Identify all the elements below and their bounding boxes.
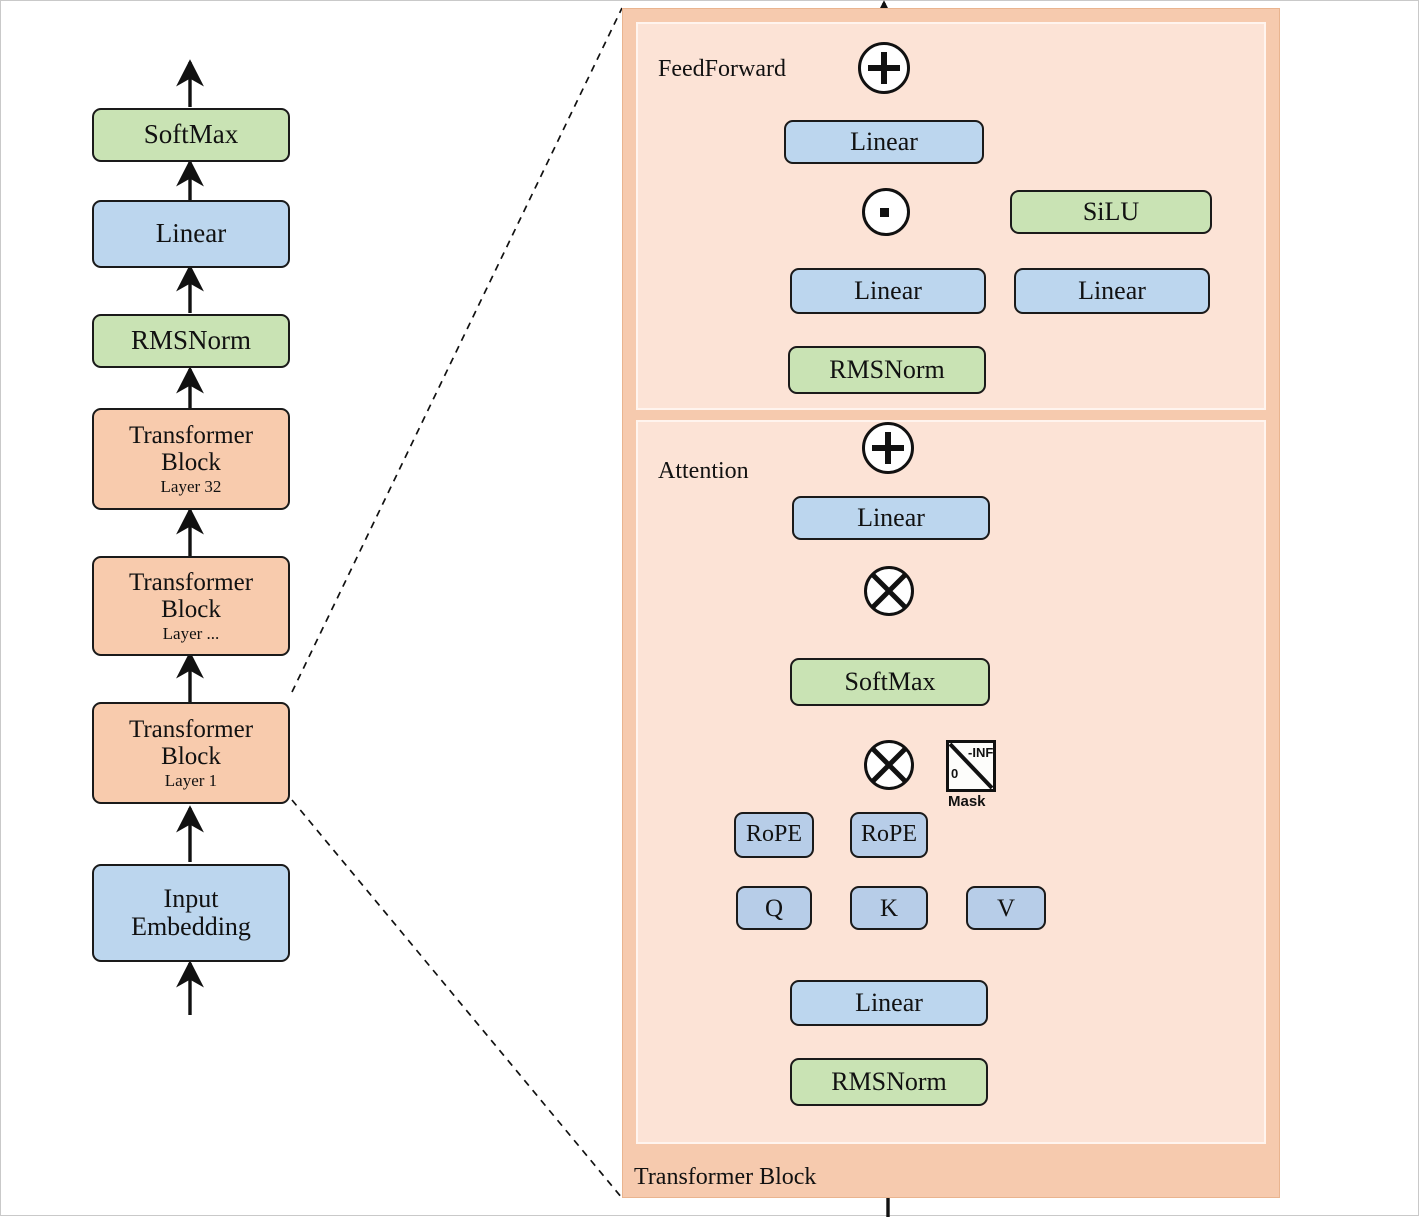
rope-query[interactable]: RoPE [734,812,814,858]
stack-block-transformer-layer-mid[interactable]: Transformer Block Layer ... [92,556,290,656]
block-label: RMSNorm [130,325,252,356]
block-label-2: Embedding [131,912,251,941]
mask-zero-label: 0 [951,766,959,781]
node-label: Linear [1078,275,1146,305]
node-label: Q [764,894,784,922]
block-label: Transformer [128,715,254,743]
node-label: RoPE [860,821,917,848]
node-label: Linear [850,126,918,156]
attn-rmsnorm[interactable]: RMSNorm [790,1058,988,1106]
block-sublabel: Layer ... [162,623,220,643]
stack-block-rmsnorm[interactable]: RMSNorm [92,314,290,368]
mask-neg-inf-label: -INF [968,745,994,760]
ff-rmsnorm[interactable]: RMSNorm [788,346,986,394]
block-label-2: Block [161,595,221,623]
attention-panel-label: Attention [658,458,749,484]
feedforward-panel-label: FeedForward [658,56,786,82]
transformer-block-panel-label: Transformer Block [634,1164,817,1190]
block-label-2: Block [161,742,221,770]
ff-down-proj-linear[interactable]: Linear [784,120,984,164]
stack-block-transformer-layer-1[interactable]: Transformer Block Layer 1 [92,702,290,804]
mask-label: Mask [948,793,986,810]
ff-silu-activation[interactable]: SiLU [1010,190,1212,234]
attn-qkv-proj-linear[interactable]: Linear [790,980,988,1026]
block-label: Input [163,883,219,913]
block-label: SoftMax [143,119,239,150]
feedforward-panel [636,22,1266,410]
node-label: V [996,894,1016,922]
block-label: Transformer [128,421,254,449]
attn-out-proj-linear[interactable]: Linear [792,496,990,540]
stack-block-input-embedding[interactable]: Input Embedding [92,864,290,962]
node-label: RMSNorm [829,354,945,384]
block-label: Transformer [128,568,254,596]
block-label: Linear [155,218,227,249]
stack-block-transformer-layer-32[interactable]: Transformer Block Layer 32 [92,408,290,510]
node-label: Linear [854,275,922,305]
ff-up-proj-linear[interactable]: Linear [1014,268,1210,314]
block-label-2: Block [161,448,221,476]
stack-block-linear[interactable]: Linear [92,200,290,268]
ff-gate-proj-linear[interactable]: Linear [790,268,986,314]
block-sublabel: Layer 32 [160,476,222,496]
node-label: RoPE [745,821,802,848]
node-label: Linear [855,987,923,1017]
node-label: Linear [857,502,925,532]
node-label: RMSNorm [831,1066,947,1096]
key-node[interactable]: K [850,886,928,930]
query-node[interactable]: Q [736,886,812,930]
node-label: K [879,894,899,922]
rope-key[interactable]: RoPE [850,812,928,858]
node-label: SiLU [1082,196,1140,226]
node-label: SoftMax [844,666,936,696]
attn-softmax[interactable]: SoftMax [790,658,990,706]
block-sublabel: Layer 1 [164,770,218,790]
stack-block-softmax[interactable]: SoftMax [92,108,290,162]
value-node[interactable]: V [966,886,1046,930]
